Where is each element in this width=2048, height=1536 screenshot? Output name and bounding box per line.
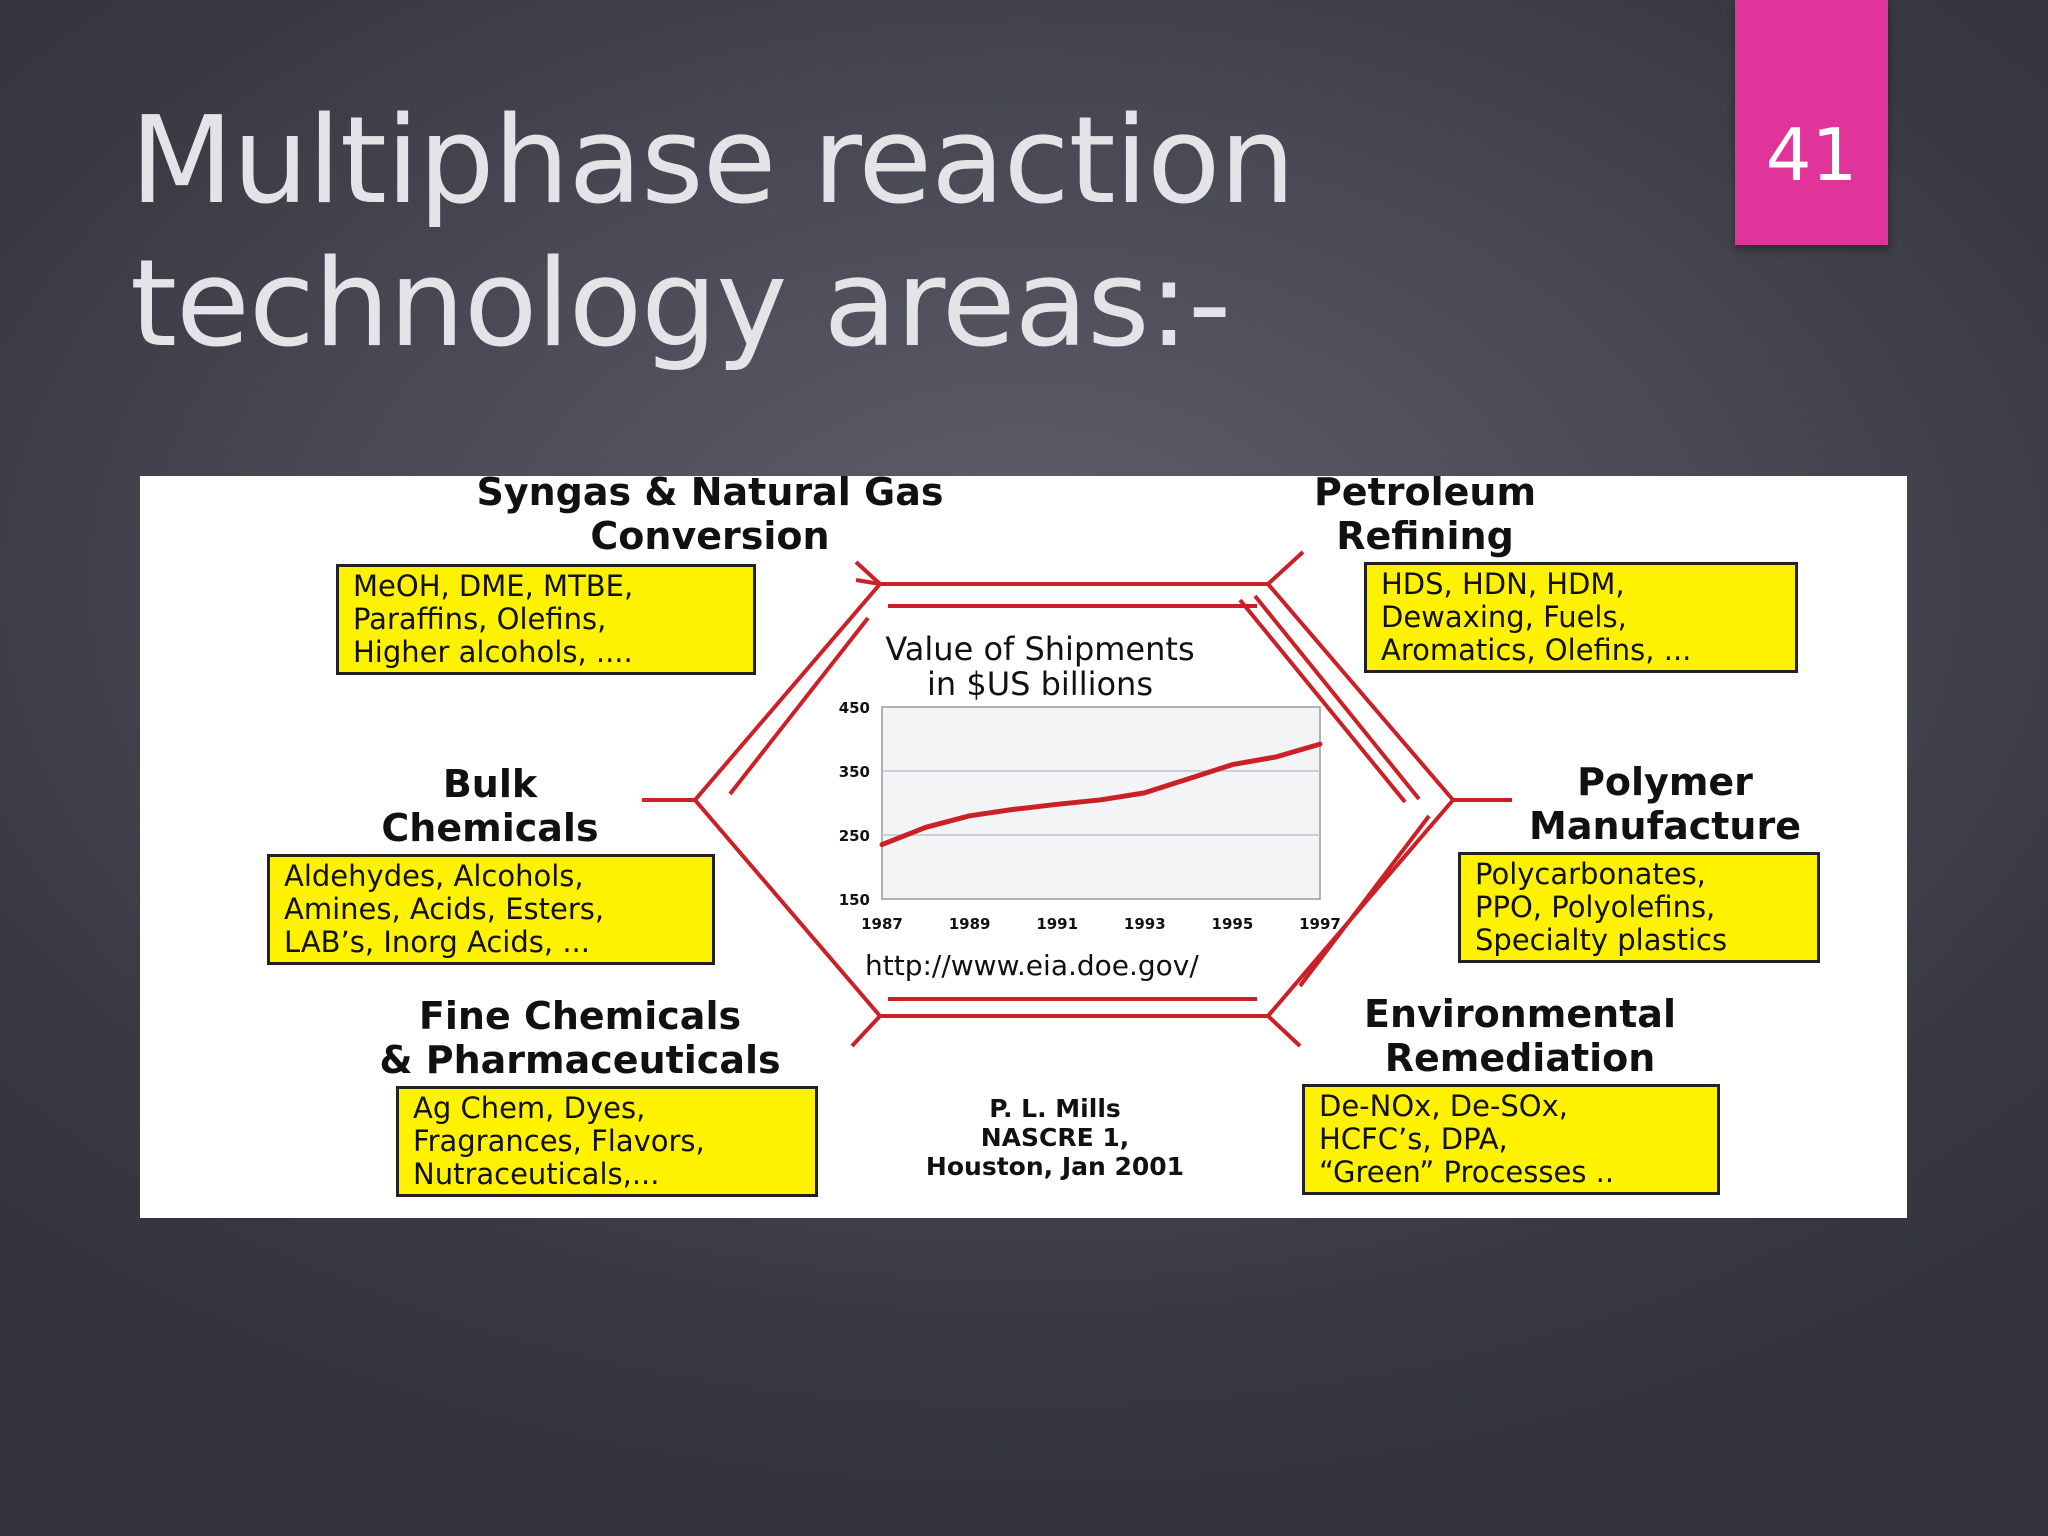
hexagon-inner-lower-right — [1298, 814, 1431, 988]
area-title-fine-line-2: & Pharmaceuticals — [379, 1038, 781, 1082]
y-tick-label: 150 — [839, 891, 870, 909]
shipments-chart: 450 350 250 150 1987 1989 1991 1993 1995 1997 — [839, 699, 1341, 933]
hexagon-inner-upper-right-2 — [1238, 598, 1407, 804]
page-number-badge: 41 — [1735, 0, 1888, 245]
area-item: Specialty plastics — [1475, 923, 1728, 957]
hexagon-inner-upper-right — [1253, 594, 1421, 801]
connector-fine — [850, 1014, 882, 1048]
connector-environmental — [1266, 1014, 1302, 1048]
area-item: Higher alcohols, .... — [353, 635, 633, 669]
hexagon-frame — [642, 550, 1512, 1048]
area-item: Polycarbonates, — [1475, 857, 1706, 891]
page-number: 41 — [1765, 113, 1858, 197]
credit-line-3: Houston, Jan 2001 — [925, 1152, 1185, 1181]
connector-petroleum — [1266, 550, 1305, 586]
area-title-syngas-line-2: Conversion — [590, 514, 830, 558]
x-tick-label: 1997 — [1299, 915, 1341, 933]
area-item: Dewaxing, Fuels, — [1381, 600, 1627, 634]
chart-title-line-1: Value of Shipments — [885, 630, 1195, 668]
area-box-polymer: Polycarbonates, PPO, Polyolefins, Specia… — [1458, 852, 1820, 963]
slide-title: Multiphase reaction technology areas:- — [130, 90, 1630, 376]
area-title-petroleum: Petroleum Refining — [1275, 476, 1575, 558]
area-title-environmental: Environmental Remediation — [1310, 992, 1730, 1080]
credit-line-1: P. L. Mills — [989, 1094, 1121, 1123]
chart-plot-area — [881, 706, 1321, 900]
area-item: PPO, Polyolefins, — [1475, 890, 1716, 924]
area-item: “Green” Processes .. — [1319, 1155, 1615, 1189]
slide-title-line-2: technology areas:- — [130, 235, 1231, 374]
area-title-environmental-line-2: Remediation — [1384, 1036, 1656, 1080]
connector-syngas — [855, 578, 881, 586]
area-title-bulk-line-1: Bulk — [442, 762, 538, 806]
x-tick-label: 1995 — [1212, 915, 1254, 933]
area-title-fine-line-1: Fine Chemicals — [418, 994, 742, 1038]
x-tick-label: 1991 — [1036, 915, 1078, 933]
area-title-polymer-line-1: Polymer — [1577, 760, 1753, 804]
area-box-petroleum: HDS, HDN, HDM, Dewaxing, Fuels, Aromatic… — [1364, 562, 1798, 673]
hexagon-inner-upper-left — [728, 616, 870, 796]
area-title-bulk: Bulk Chemicals — [350, 762, 630, 850]
y-tick-label: 450 — [839, 699, 870, 717]
chart-title: Value of Shipments in $US billions — [830, 632, 1250, 702]
technology-areas-figure: 450 350 250 150 1987 1989 1991 1993 1995 1997 Val… — [140, 476, 1907, 1218]
slide-title-line-1: Multiphase reaction — [130, 92, 1295, 231]
area-item: Paraffins, Olefins, — [353, 602, 607, 636]
series-line — [879, 741, 1323, 848]
area-title-fine: Fine Chemicals & Pharmaceuticals — [340, 994, 820, 1082]
x-tick-label: 1989 — [949, 915, 991, 933]
area-item: LAB’s, Inorg Acids, ... — [284, 925, 590, 959]
area-item: Nutraceuticals,... — [413, 1157, 660, 1191]
x-tick-label: 1993 — [1124, 915, 1166, 933]
credit-line-2: NASCRE 1, — [980, 1123, 1130, 1152]
area-title-bulk-line-2: Chemicals — [381, 806, 599, 850]
y-tick-label: 350 — [839, 763, 870, 781]
hexagon-diagram: 450 350 250 150 1987 1989 1991 1993 1995 1997 — [642, 550, 1512, 1048]
area-item: Aldehydes, Alcohols, — [284, 859, 584, 893]
x-tick-label: 1987 — [861, 915, 903, 933]
area-item: MeOH, DME, MTBE, — [353, 569, 634, 603]
area-box-environmental: De-NOx, De-SOx, HCFC’s, DPA, “Green” Pro… — [1302, 1084, 1720, 1195]
area-title-syngas: Syngas & Natural Gas Conversion — [470, 476, 950, 558]
chart-title-line-2: in $US billions — [926, 665, 1153, 703]
area-title-petroleum-line-2: Refining — [1336, 514, 1514, 558]
area-item: De-NOx, De-SOx, — [1319, 1089, 1569, 1123]
area-title-polymer-line-2: Manufacture — [1529, 804, 1801, 848]
area-item: Aromatics, Olefins, ... — [1381, 633, 1692, 667]
area-item: HCFC’s, DPA, — [1319, 1122, 1508, 1156]
area-title-petroleum-line-1: Petroleum — [1313, 476, 1537, 514]
area-box-bulk: Aldehydes, Alcohols, Amines, Acids, Este… — [267, 854, 715, 965]
chart-ticks: 450 350 250 150 1987 1989 1991 1993 1995 1997 — [839, 699, 1341, 933]
area-title-syngas-line-1: Syngas & Natural Gas — [476, 476, 944, 514]
area-title-environmental-line-1: Environmental — [1364, 992, 1676, 1036]
chart-source-url: http://www.eia.doe.gov/ — [865, 949, 1199, 982]
area-item: Ag Chem, Dyes, — [413, 1091, 646, 1125]
figure-credit: P. L. Mills NASCRE 1, Houston, Jan 2001 — [880, 1094, 1230, 1181]
connector-syngas-2 — [854, 560, 882, 586]
area-box-syngas: MeOH, DME, MTBE, Paraffins, Olefins, Hig… — [336, 564, 756, 675]
area-item: Amines, Acids, Esters, — [284, 892, 605, 926]
area-item: HDS, HDN, HDM, — [1381, 567, 1625, 601]
area-box-fine: Ag Chem, Dyes, Fragrances, Flavors, Nutr… — [396, 1086, 818, 1197]
y-tick-label: 250 — [839, 827, 870, 845]
area-title-polymer: Polymer Manufacture — [1465, 760, 1865, 848]
area-item: Fragrances, Flavors, — [413, 1124, 705, 1158]
